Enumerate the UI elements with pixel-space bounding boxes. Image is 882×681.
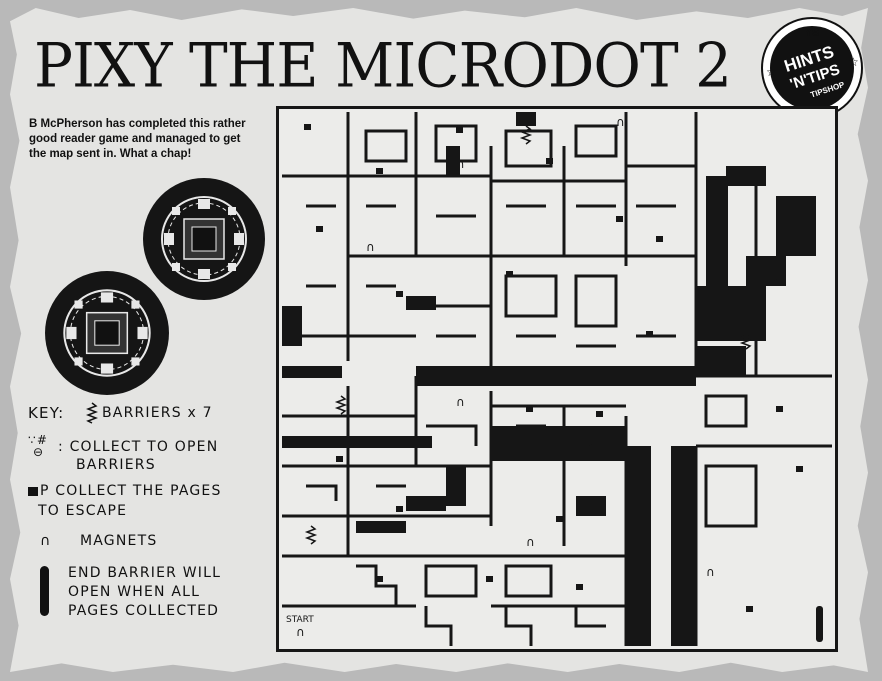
- svg-text:∩: ∩: [456, 395, 465, 409]
- svg-text:∩: ∩: [366, 240, 375, 254]
- key-end-row: END BARRIER WILL OPEN WHEN ALL PAGES COL…: [28, 564, 278, 624]
- svg-text:∩: ∩: [586, 440, 595, 454]
- key-label: KEY:: [28, 404, 65, 422]
- map-walls: [282, 112, 832, 646]
- svg-text:∩: ∩: [706, 565, 715, 579]
- start-label: START: [286, 615, 314, 625]
- end-barrier: [816, 606, 823, 642]
- key-barriers-row: KEY: BARRIERS x 7: [28, 402, 278, 426]
- intro-text: has completed this rather good reader ga…: [29, 117, 246, 160]
- game-map: ∩ ∩ ∩ ∩ ∩ ∩ ∩ ∩ ∩ START: [276, 106, 838, 652]
- key-magnets-row: ∩ MAGNETS: [28, 532, 278, 556]
- map-key: KEY: BARRIERS x 7 ∵# ⊖ : COLLECT TO OPEN…: [28, 402, 278, 632]
- microdot-disc-image: [143, 178, 265, 300]
- map-barriers: [304, 125, 753, 545]
- key-magnets-text: MAGNETS: [80, 533, 158, 549]
- key-end-text-3: PAGES COLLECTED: [68, 603, 220, 619]
- key-end-text-2: OPEN WHEN ALL: [68, 584, 201, 600]
- svg-text:∩: ∩: [616, 115, 625, 129]
- intro-paragraph: B McPherson has completed this rather go…: [29, 117, 259, 162]
- key-collect-text-2: BARRIERS: [76, 457, 156, 473]
- key-barriers-text: BARRIERS x 7: [102, 405, 213, 421]
- key-collect-row: ∵# ⊖ : COLLECT TO OPEN BARRIERS: [28, 434, 278, 474]
- key-collect-text-1: : COLLECT TO OPEN: [58, 439, 219, 455]
- page-title: PIXY THE MICRODOT 2: [34, 30, 732, 102]
- end-barrier-icon: [40, 566, 49, 616]
- map-magnets: ∩ ∩ ∩ ∩ ∩ ∩ ∩ ∩ ∩: [296, 115, 780, 639]
- barrier-spring-icon: [86, 402, 98, 424]
- intro-author: B McPherson: [29, 117, 103, 130]
- key-pages-row: P COLLECT THE PAGES TO ESCAPE: [28, 482, 278, 524]
- microdot-disc-image: [45, 271, 169, 395]
- magnet-icon: ∩: [40, 533, 52, 549]
- collectable-icon: ∵# ⊖: [28, 433, 49, 459]
- svg-text:∩: ∩: [296, 625, 305, 639]
- key-pages-text-2: TO ESCAPE: [38, 503, 128, 519]
- svg-text:∩: ∩: [526, 535, 535, 549]
- key-pages-text-1: P COLLECT THE PAGES: [40, 483, 222, 499]
- svg-text:∩: ∩: [771, 275, 780, 289]
- svg-text:∩: ∩: [456, 157, 465, 171]
- page-icon: [28, 487, 38, 496]
- map-pages: [304, 124, 803, 612]
- star-icon: ☆: [848, 55, 859, 69]
- badge-ys-text: YS: [805, 27, 820, 39]
- map-solid-blocks: [282, 112, 816, 646]
- key-end-text-1: END BARRIER WILL: [68, 565, 222, 581]
- star-icon: ☆: [766, 65, 777, 79]
- hints-n-tips-badge: YS HINTS 'N'TIPS TIPSHOP ☆ ☆: [761, 17, 863, 119]
